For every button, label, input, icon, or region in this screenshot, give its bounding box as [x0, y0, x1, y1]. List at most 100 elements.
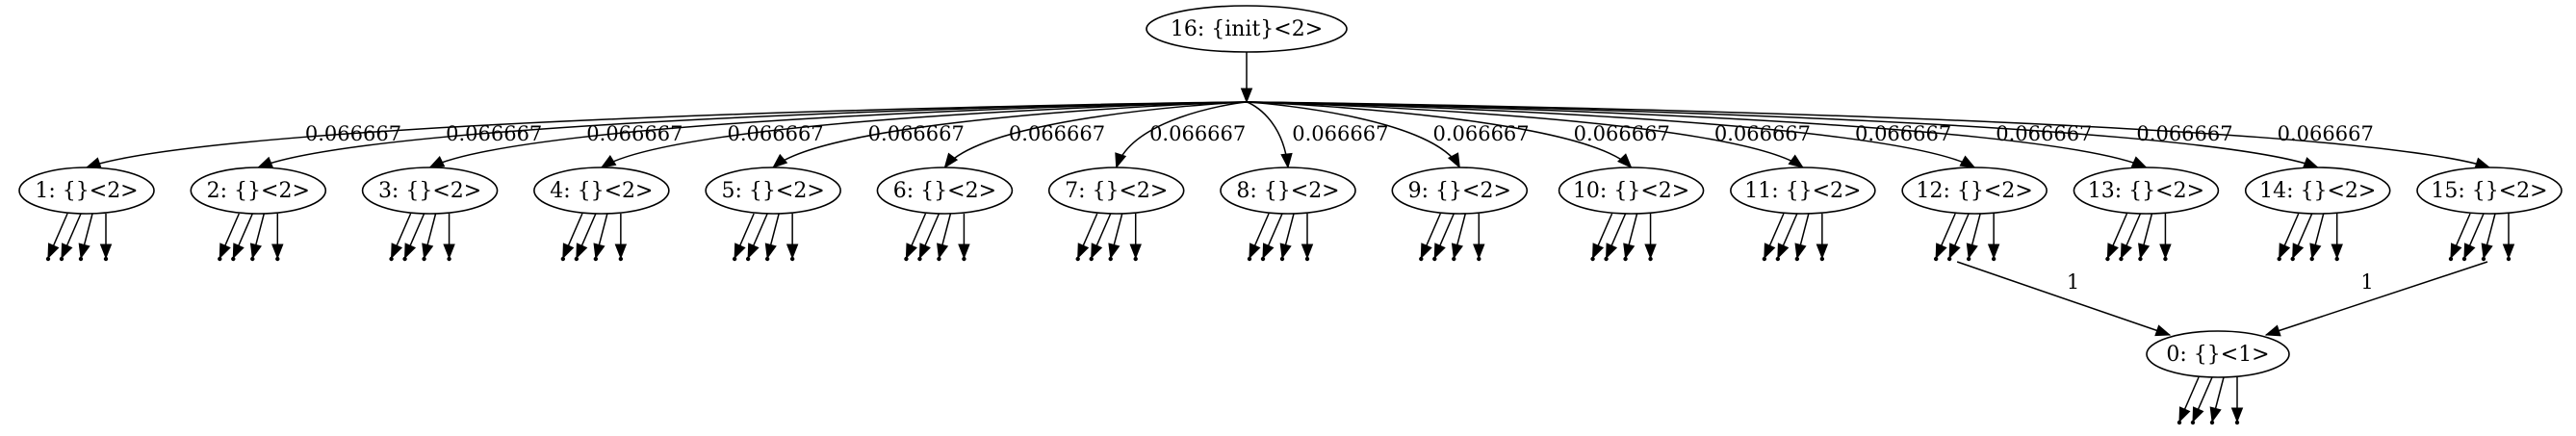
node-state-1-outgoing-arrowhead-4	[99, 244, 113, 260]
node-state-13: 13: {}<2>	[2073, 167, 2220, 215]
node-state-5-outgoing	[732, 213, 799, 262]
edge-to-state-4-prob-label: 0.066667	[727, 122, 823, 145]
node-state-10-outgoing-end-point-3	[1623, 256, 1628, 262]
node-state-3-shape	[361, 167, 499, 215]
node-state-4-outgoing-arrowhead-3	[593, 243, 605, 260]
node-state-10-outgoing-arrowhead-4	[1644, 244, 1657, 260]
node-state-6: 6: {}<2>	[876, 167, 1014, 215]
node-sink-outgoing-arrowhead-4	[2230, 407, 2244, 423]
edge-to-state-14-arrowhead	[2302, 157, 2319, 168]
node-state-11-outgoing-end-point-4	[1819, 256, 1825, 262]
nodes-layer: 16: {init}<2>1: {}<2>2: {}<2>3: {}<2>4: …	[18, 5, 2563, 378]
node-state-4-outgoing-arrowhead-2	[576, 243, 588, 260]
edge-to-state-8-arrowhead	[1280, 152, 1293, 169]
node-sink-outgoing-arrowhead-3	[2209, 406, 2222, 423]
node-state-8-label: 8: {}<2>	[1236, 179, 1339, 203]
node-state-3-outgoing-arrowhead-4	[443, 244, 455, 260]
edge-to-state-3-prob-label: 0.066667	[586, 122, 683, 145]
root-edge-arrowhead	[1240, 88, 1253, 104]
node-state-12-outgoing-end-point-1	[1933, 256, 1939, 262]
node-state-15-label: 15: {}<2>	[2431, 179, 2547, 203]
edge-to-state-7-arrowhead	[1115, 152, 1127, 169]
edge-n15-to-sink-arrowhead	[2264, 324, 2281, 337]
node-state-1-outgoing	[45, 213, 113, 262]
node-state-9-outgoing-end-point-1	[1419, 256, 1424, 262]
node-state-6-shape	[876, 167, 1014, 215]
node-state-2-label: 2: {}<2>	[207, 179, 310, 203]
node-state-7-shape	[1047, 167, 1185, 215]
node-state-4-outgoing-end-point-4	[618, 256, 624, 262]
node-state-14-outgoing-arrowhead-2	[2292, 243, 2305, 260]
node-state-10-outgoing-arrowhead-2	[1606, 243, 1618, 260]
node-state-7-label: 7: {}<2>	[1065, 179, 1168, 203]
edge-to-state-15	[1246, 101, 2490, 168]
node-state-12-outgoing-end-point-2	[1946, 256, 1952, 262]
node-state-9-outgoing-end-point-2	[1432, 256, 1437, 262]
node-state-7-outgoing-arrowhead-1	[1077, 243, 1090, 260]
node-sink-shape	[2146, 330, 2290, 378]
node-state-9-outgoing	[1419, 213, 1485, 262]
edge-to-state-10-arrowhead	[1617, 153, 1633, 168]
edge-to-state-6-prob-label: 0.066667	[1009, 122, 1105, 145]
node-state-11-outgoing-end-point-1	[1762, 256, 1767, 262]
node-state-11-label: 11: {}<2>	[1744, 179, 1861, 203]
edge-to-state-4-arrowhead	[600, 155, 617, 168]
node-state-11-outgoing-arrowhead-4	[1816, 244, 1829, 260]
node-state-6-outgoing-end-point-2	[917, 256, 922, 262]
node-state-15-outgoing-end-point-1	[2448, 256, 2454, 262]
edge-to-state-8	[1246, 101, 1289, 168]
node-state-8-outgoing-arrowhead-3	[1279, 243, 1292, 260]
edge-to-state-5	[772, 101, 1248, 168]
node-state-14-outgoing-end-point-3	[2309, 256, 2314, 262]
edge-n15-to-sink	[2265, 261, 2488, 336]
node-state-14-outgoing	[2277, 213, 2343, 262]
node-state-8: 8: {}<2>	[1220, 167, 1356, 215]
node-state-15-outgoing-end-point-2	[2461, 256, 2467, 262]
edge-to-state-7	[1115, 101, 1248, 168]
node-state-8-outgoing-arrowhead-4	[1301, 244, 1314, 260]
edge-n12-to-sink-prob-label: 1	[2067, 270, 2079, 294]
node-state-15-outgoing	[2448, 213, 2515, 262]
node-state-4-outgoing-end-point-3	[593, 256, 599, 262]
node-state-1-outgoing-end-point-2	[59, 256, 64, 262]
node-state-14-outgoing-arrowhead-3	[2309, 243, 2322, 260]
edge-to-state-7-prob-label: 0.066667	[1149, 122, 1246, 145]
node-state-12-outgoing	[1933, 213, 2000, 262]
node-state-3-outgoing-end-point-4	[447, 256, 451, 262]
node-state-13-outgoing-arrowhead-2	[2120, 243, 2132, 260]
node-state-2-outgoing-end-point-4	[275, 256, 280, 262]
node-state-15: 15: {}<2>	[2416, 167, 2563, 215]
node-state-8-outgoing	[1247, 213, 1314, 262]
edge-to-state-4	[601, 101, 1248, 168]
node-state-12-outgoing-arrowhead-2	[1948, 243, 1961, 260]
node-sink-label: 0: {}<1>	[2166, 343, 2269, 367]
node-state-4-outgoing-arrowhead-4	[614, 244, 628, 260]
node-state-6-outgoing-arrowhead-2	[918, 243, 931, 260]
node-state-10: 10: {}<2>	[1558, 167, 1705, 215]
node-state-5-outgoing-end-point-2	[745, 256, 751, 262]
edge-to-state-5-arrowhead	[772, 153, 788, 168]
node-state-3-outgoing-arrowhead-1	[391, 243, 403, 260]
node-state-9-outgoing-end-point-4	[1477, 256, 1481, 262]
node-state-10-label: 10: {}<2>	[1573, 179, 1689, 203]
node-state-8-outgoing-end-point-2	[1260, 256, 1266, 262]
edge-to-state-6	[943, 101, 1248, 168]
node-state-1-outgoing-end-point-3	[78, 256, 84, 262]
node-state-12-outgoing-arrowhead-4	[1987, 244, 2000, 260]
node-state-9-label: 9: {}<2>	[1408, 179, 1511, 203]
node-state-12-outgoing-end-point-4	[1991, 256, 1996, 262]
node-state-7-outgoing-arrowhead-3	[1108, 243, 1121, 260]
node-sink-outgoing	[2177, 376, 2244, 425]
node-state-14-label: 14: {}<2>	[2259, 179, 2376, 203]
node-state-6-label: 6: {}<2>	[893, 179, 996, 203]
node-state-11-shape	[1730, 167, 1876, 215]
node-state-3-outgoing-end-point-3	[422, 256, 426, 262]
node-state-3-outgoing-end-point-2	[402, 256, 407, 262]
node-state-13-label: 13: {}<2>	[2088, 179, 2204, 203]
node-state-2-outgoing-arrowhead-1	[219, 243, 231, 260]
node-state-2-outgoing-end-point-1	[218, 256, 222, 262]
edge-to-state-13-arrowhead	[2130, 156, 2148, 168]
node-state-3-outgoing-arrowhead-2	[404, 243, 417, 260]
node-sink-outgoing-end-point-2	[2190, 420, 2196, 425]
node-state-9-outgoing-arrowhead-4	[1473, 244, 1485, 260]
